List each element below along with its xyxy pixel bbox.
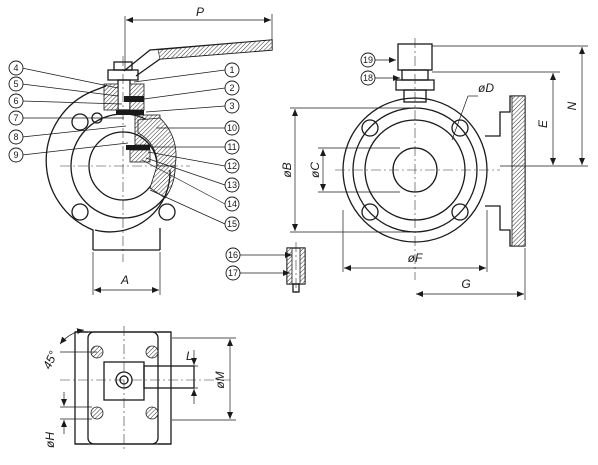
dimension-b: øB	[280, 107, 410, 233]
label-n: N	[565, 101, 579, 110]
label-b: øB	[280, 162, 294, 177]
balloon-6: 6	[13, 96, 18, 106]
dimension-n: N	[432, 45, 588, 167]
balloon-15: 15	[227, 219, 237, 229]
balloons-left: 4 5 6 7 8 9	[8, 60, 129, 163]
dimension-a: A	[92, 252, 161, 295]
balloon-7: 7	[13, 113, 18, 123]
dimension-g: G	[416, 248, 526, 300]
balloon-13: 13	[227, 180, 237, 190]
balloon-14: 14	[227, 199, 237, 209]
balloon-3: 3	[229, 101, 234, 111]
section-view: P	[8, 5, 273, 295]
balloon-8: 8	[13, 132, 18, 142]
label-f: øF	[408, 251, 423, 265]
label-m: øM	[213, 371, 227, 388]
balloon-10: 10	[227, 123, 237, 133]
label-p: P	[196, 5, 204, 19]
label-g: G	[461, 277, 470, 291]
label-d: øD	[478, 81, 494, 95]
label-a: A	[120, 273, 129, 287]
dimension-e: E	[432, 71, 560, 167]
label-l: L	[186, 349, 193, 363]
dimension-p: P	[124, 5, 273, 70]
balloon-9: 9	[13, 150, 18, 160]
dimension-l: L	[160, 349, 198, 404]
label-e: E	[536, 119, 550, 128]
dimension-c: øC	[308, 147, 400, 193]
dimension-f: øF	[342, 210, 488, 272]
balloon-17: 17	[228, 268, 238, 278]
balloon-1: 1	[229, 65, 234, 75]
balloon-2: 2	[229, 83, 234, 93]
balloon-4: 4	[13, 63, 18, 73]
balloon-18: 18	[363, 73, 373, 83]
balloon-5: 5	[13, 79, 18, 89]
balloon-11: 11	[227, 142, 236, 152]
dimension-d: øD	[451, 81, 494, 141]
dimension-m: øM	[172, 337, 236, 421]
lever-handle	[107, 39, 273, 262]
dimension-h: øH	[43, 392, 92, 448]
label-h: øH	[43, 432, 57, 448]
balloon-12: 12	[227, 161, 237, 171]
label-c: øC	[308, 162, 322, 178]
top-view: 45° øH L øM	[40, 326, 236, 450]
balloon-19: 19	[363, 55, 373, 65]
front-view: 19 18 øD øB øC E	[280, 38, 588, 300]
balloons-right: 1 2 3 10 11 12 13 14 15	[133, 62, 240, 232]
balloon-16: 16	[228, 250, 238, 260]
detail-16-17: 16 17	[225, 242, 306, 296]
label-angle: 45°	[40, 349, 60, 372]
